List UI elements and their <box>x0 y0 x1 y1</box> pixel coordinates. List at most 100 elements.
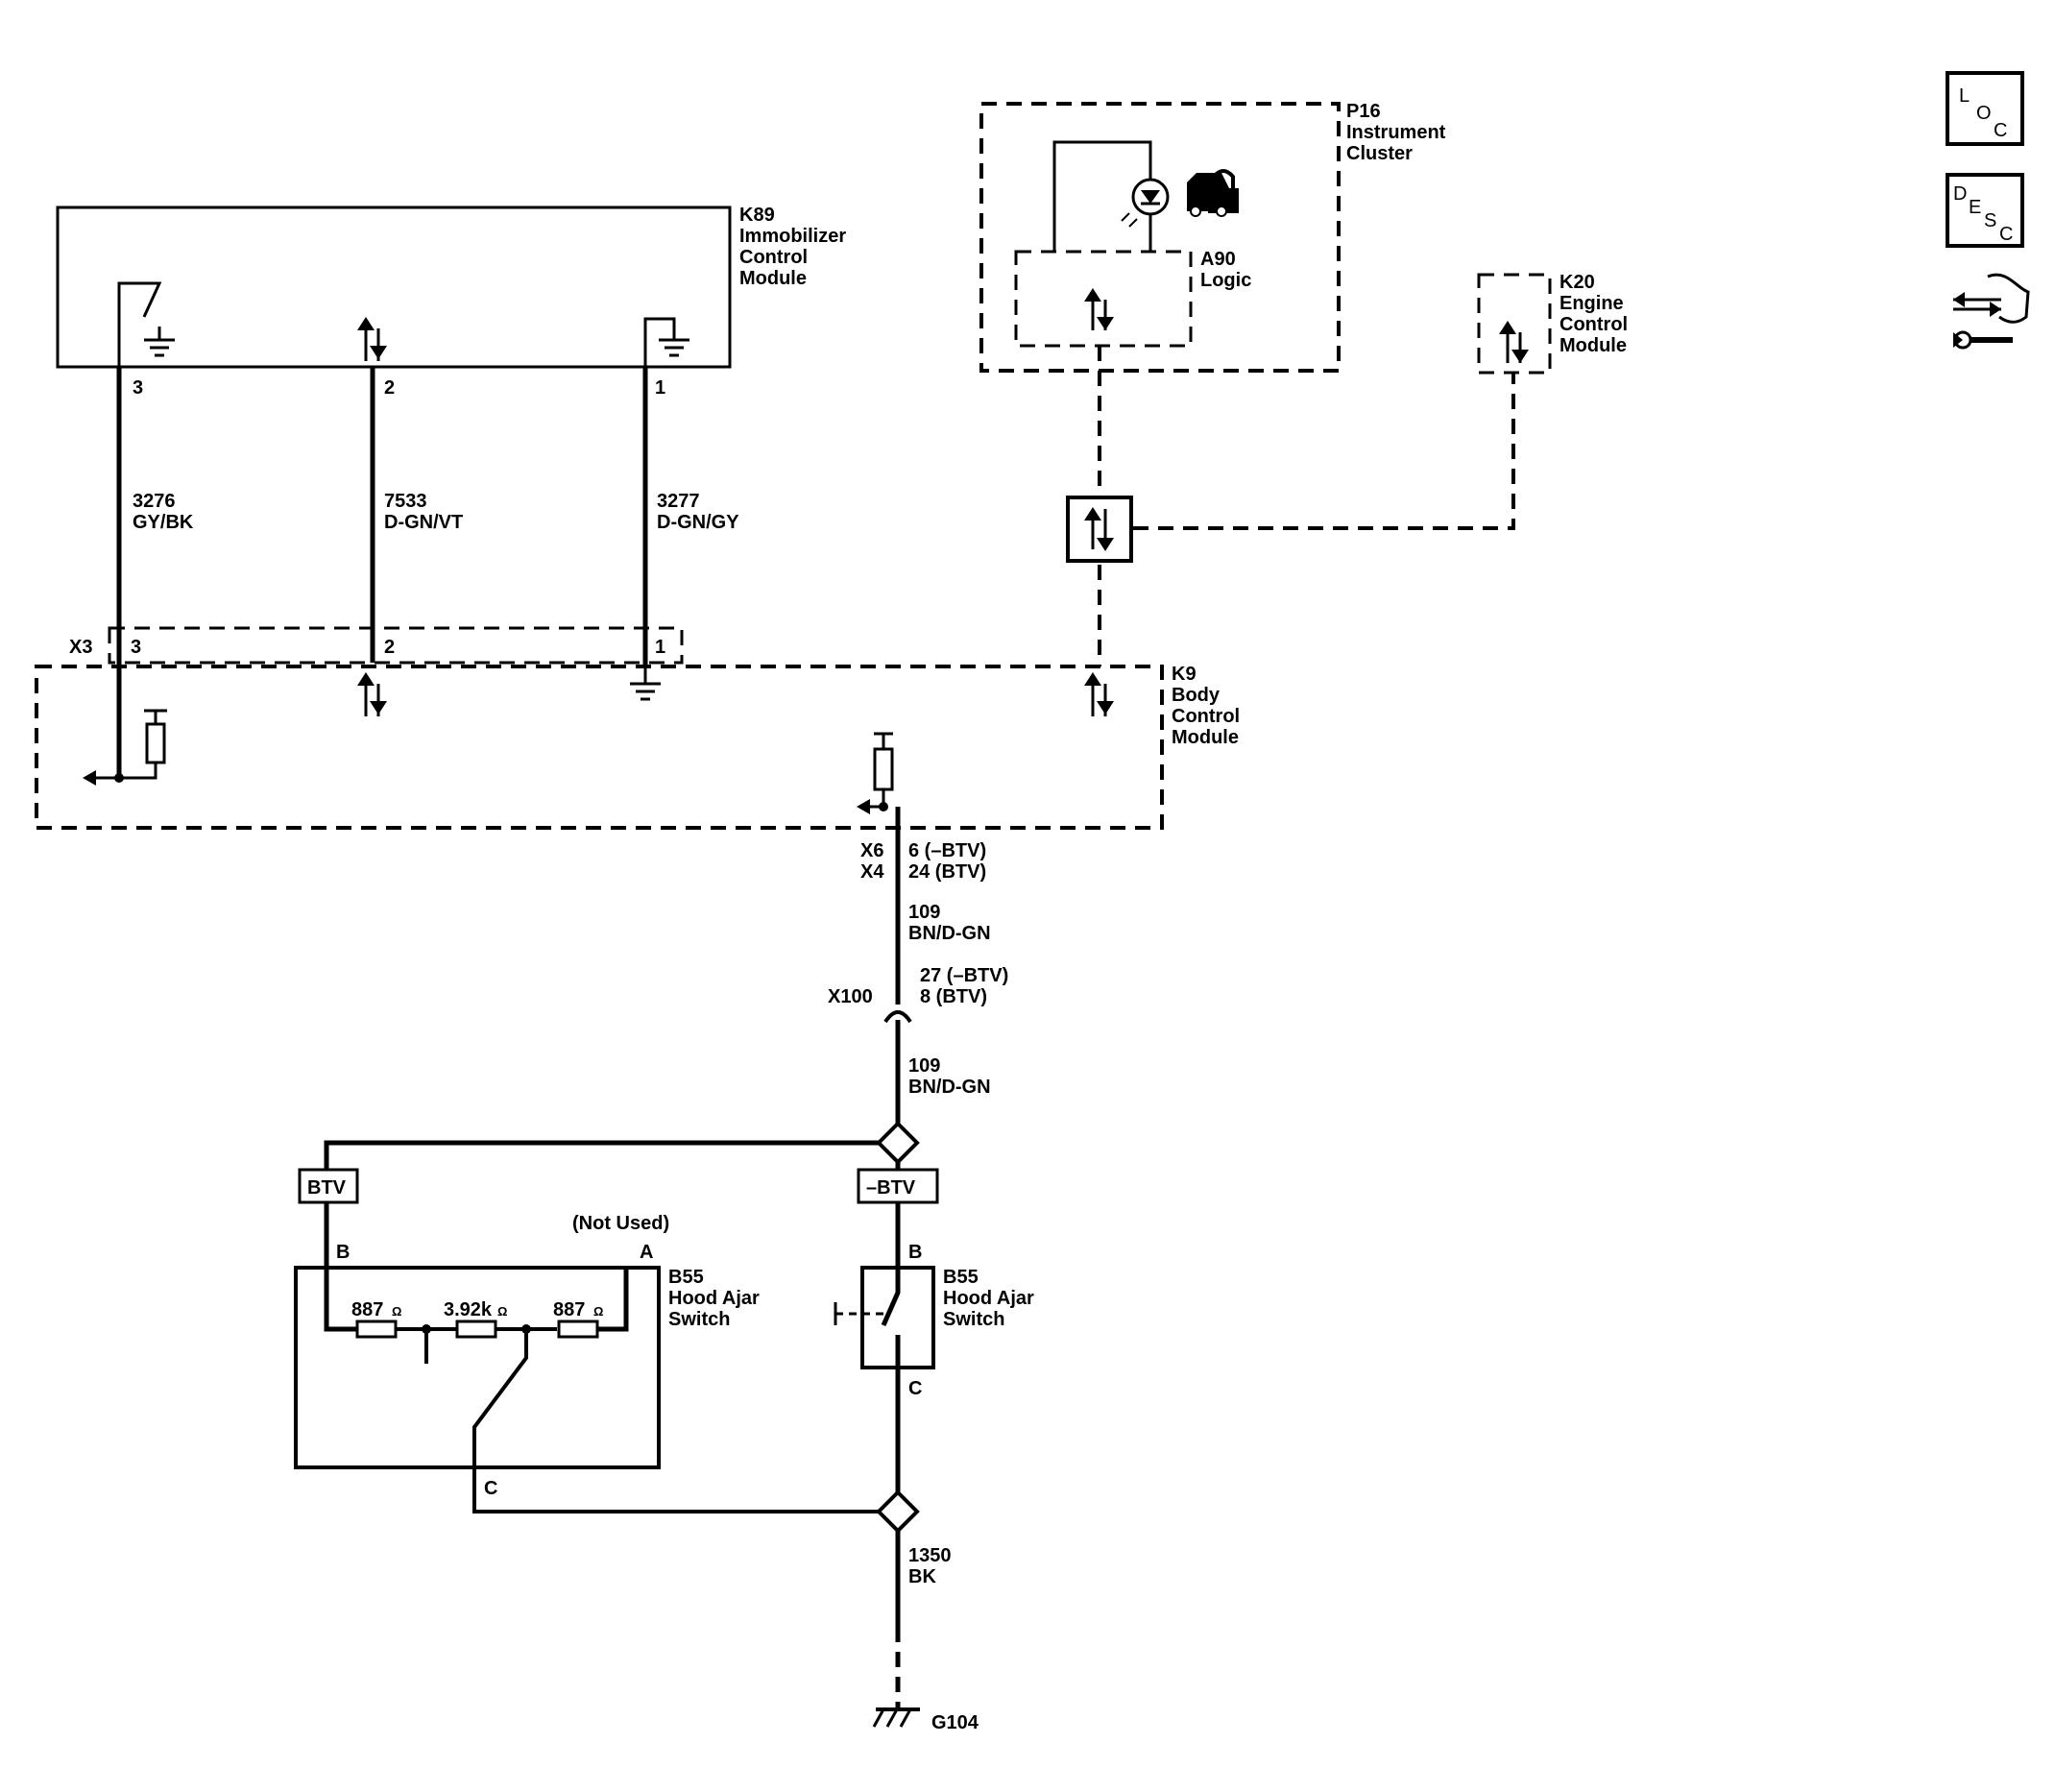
resistor-887-right: 887 Ω <box>553 1299 603 1339</box>
p16-instrument-cluster: P16 Instrument Cluster <box>979 101 1446 373</box>
svg-text:BN/D-GN: BN/D-GN <box>908 1077 991 1098</box>
serial-data-line <box>1098 346 1515 666</box>
connector-x6-x4: X6 X4 6 (–BTV) 24 (BTV) <box>860 840 986 883</box>
resistor-3-92k: 3.92k Ω <box>444 1299 507 1339</box>
svg-text:Control: Control <box>1559 314 1628 335</box>
ground-splice <box>876 1489 920 1534</box>
svg-text:Control: Control <box>739 247 808 268</box>
svg-text:Switch: Switch <box>943 1309 1004 1330</box>
b55-hood-ajar-switch-neg-btv: B55 Hood Ajar Switch B C <box>834 1202 1034 1492</box>
option-splice-top <box>324 1121 920 1170</box>
svg-text:B: B <box>336 1242 350 1263</box>
svg-text:A: A <box>640 1242 653 1263</box>
svg-text:887: 887 <box>553 1299 585 1320</box>
svg-text:Module: Module <box>739 268 807 289</box>
svg-text:3: 3 <box>131 637 141 658</box>
wire-3277: 3277 D-GN/GY <box>642 367 739 665</box>
svg-text:X3: X3 <box>69 637 92 658</box>
svg-text:887: 887 <box>351 1299 383 1320</box>
connector-x100: X100 27 (–BTV) 8 (BTV) <box>828 965 1008 1024</box>
svg-text:E: E <box>1969 197 1981 218</box>
svg-text:Switch: Switch <box>668 1309 730 1330</box>
svg-text:K9: K9 <box>1172 664 1197 685</box>
location-icon[interactable]: L O C <box>1946 71 2024 146</box>
svg-text:Cluster: Cluster <box>1346 143 1413 164</box>
svg-text:G104: G104 <box>931 1712 979 1733</box>
svg-text:Ω: Ω <box>497 1304 507 1319</box>
svg-text:2: 2 <box>384 377 395 399</box>
svg-text:3: 3 <box>133 377 143 399</box>
svg-text:1: 1 <box>655 637 665 658</box>
svg-text:Instrument: Instrument <box>1346 122 1446 143</box>
svg-text:L: L <box>1959 85 1970 107</box>
svg-text:B: B <box>908 1242 922 1263</box>
svg-text:Body: Body <box>1172 685 1221 706</box>
description-icon[interactable]: D E S C <box>1946 173 2024 248</box>
svg-text:C: C <box>1999 224 2013 245</box>
connector-repair-icon[interactable] <box>1953 273 2030 350</box>
resistor-887-left: 887 Ω <box>351 1299 401 1339</box>
serial-data-splice <box>1066 496 1133 563</box>
svg-text:GY/BK: GY/BK <box>133 512 194 533</box>
wire-3276: 3276 GY/BK <box>116 367 194 778</box>
svg-text:Control: Control <box>1172 706 1240 727</box>
svg-text:1: 1 <box>655 377 665 399</box>
svg-text:Module: Module <box>1559 335 1627 356</box>
connector-x3: X3 3 2 1 <box>69 626 684 665</box>
wire-1350: 1350 BK <box>895 1531 952 1709</box>
svg-text:K89: K89 <box>739 205 775 226</box>
svg-text:BN/D-GN: BN/D-GN <box>908 923 991 944</box>
svg-text:Hood Ajar: Hood Ajar <box>668 1288 760 1309</box>
ground-g104: G104 <box>872 1707 979 1733</box>
svg-text:6 (–BTV): 6 (–BTV) <box>908 840 986 861</box>
neg-btv-option-label: –BTV <box>857 1168 939 1204</box>
svg-text:–BTV: –BTV <box>866 1177 916 1199</box>
wire-109-lower: 109 BN/D-GN <box>895 1020 991 1124</box>
svg-text:7533: 7533 <box>384 491 427 512</box>
svg-text:C: C <box>1994 120 2007 141</box>
svg-text:27 (–BTV): 27 (–BTV) <box>920 965 1008 986</box>
svg-text:K20: K20 <box>1559 272 1595 293</box>
a90-logic: A90 Logic <box>1014 249 1251 348</box>
svg-text:C: C <box>908 1378 922 1399</box>
k9-body-control-module: K9 Body Control Module <box>35 664 1240 830</box>
svg-text:1350: 1350 <box>908 1545 952 1566</box>
svg-text:X4: X4 <box>860 861 884 883</box>
svg-text:Ω: Ω <box>392 1304 401 1319</box>
svg-text:3277: 3277 <box>657 491 700 512</box>
svg-text:B55: B55 <box>943 1267 979 1288</box>
btv-option-label: BTV <box>298 1168 359 1204</box>
svg-text:109: 109 <box>908 902 940 923</box>
svg-text:Engine: Engine <box>1559 293 1624 314</box>
svg-text:Logic: Logic <box>1200 270 1251 291</box>
svg-text:A90: A90 <box>1200 249 1236 270</box>
resistive-switch-wiper <box>422 1324 879 1514</box>
svg-text:BK: BK <box>908 1566 936 1587</box>
svg-text:Hood Ajar: Hood Ajar <box>943 1288 1034 1309</box>
svg-text:3.92k: 3.92k <box>444 1299 493 1320</box>
svg-text:2: 2 <box>384 637 395 658</box>
svg-text:D-GN/GY: D-GN/GY <box>657 512 739 533</box>
svg-text:D-GN/VT: D-GN/VT <box>384 512 463 533</box>
svg-text:BTV: BTV <box>307 1177 347 1199</box>
wire-7533: 7533 D-GN/VT <box>370 367 463 663</box>
indicator-lamp-icon <box>1121 178 1170 228</box>
svg-text:S: S <box>1984 210 1996 231</box>
svg-text:C: C <box>484 1478 497 1499</box>
svg-text:D: D <box>1953 183 1967 205</box>
svg-text:109: 109 <box>908 1055 940 1077</box>
k20-engine-control-module: K20 Engine Control Module <box>1477 272 1628 375</box>
svg-text:P16: P16 <box>1346 101 1381 122</box>
svg-text:B55: B55 <box>668 1267 704 1288</box>
security-lock-icon <box>1187 169 1239 217</box>
svg-text:O: O <box>1976 103 1992 124</box>
svg-text:Immobilizer: Immobilizer <box>739 226 846 247</box>
k89-immobilizer-control-module: K89 Immobilizer Control Module 3 2 1 <box>56 205 846 399</box>
svg-text:24 (BTV): 24 (BTV) <box>908 861 986 883</box>
svg-text:(Not Used): (Not Used) <box>572 1213 669 1234</box>
svg-text:X100: X100 <box>828 986 873 1007</box>
svg-text:3276: 3276 <box>133 491 176 512</box>
svg-text:Module: Module <box>1172 727 1239 748</box>
wire-109-upper: 109 BN/D-GN <box>895 807 991 1005</box>
